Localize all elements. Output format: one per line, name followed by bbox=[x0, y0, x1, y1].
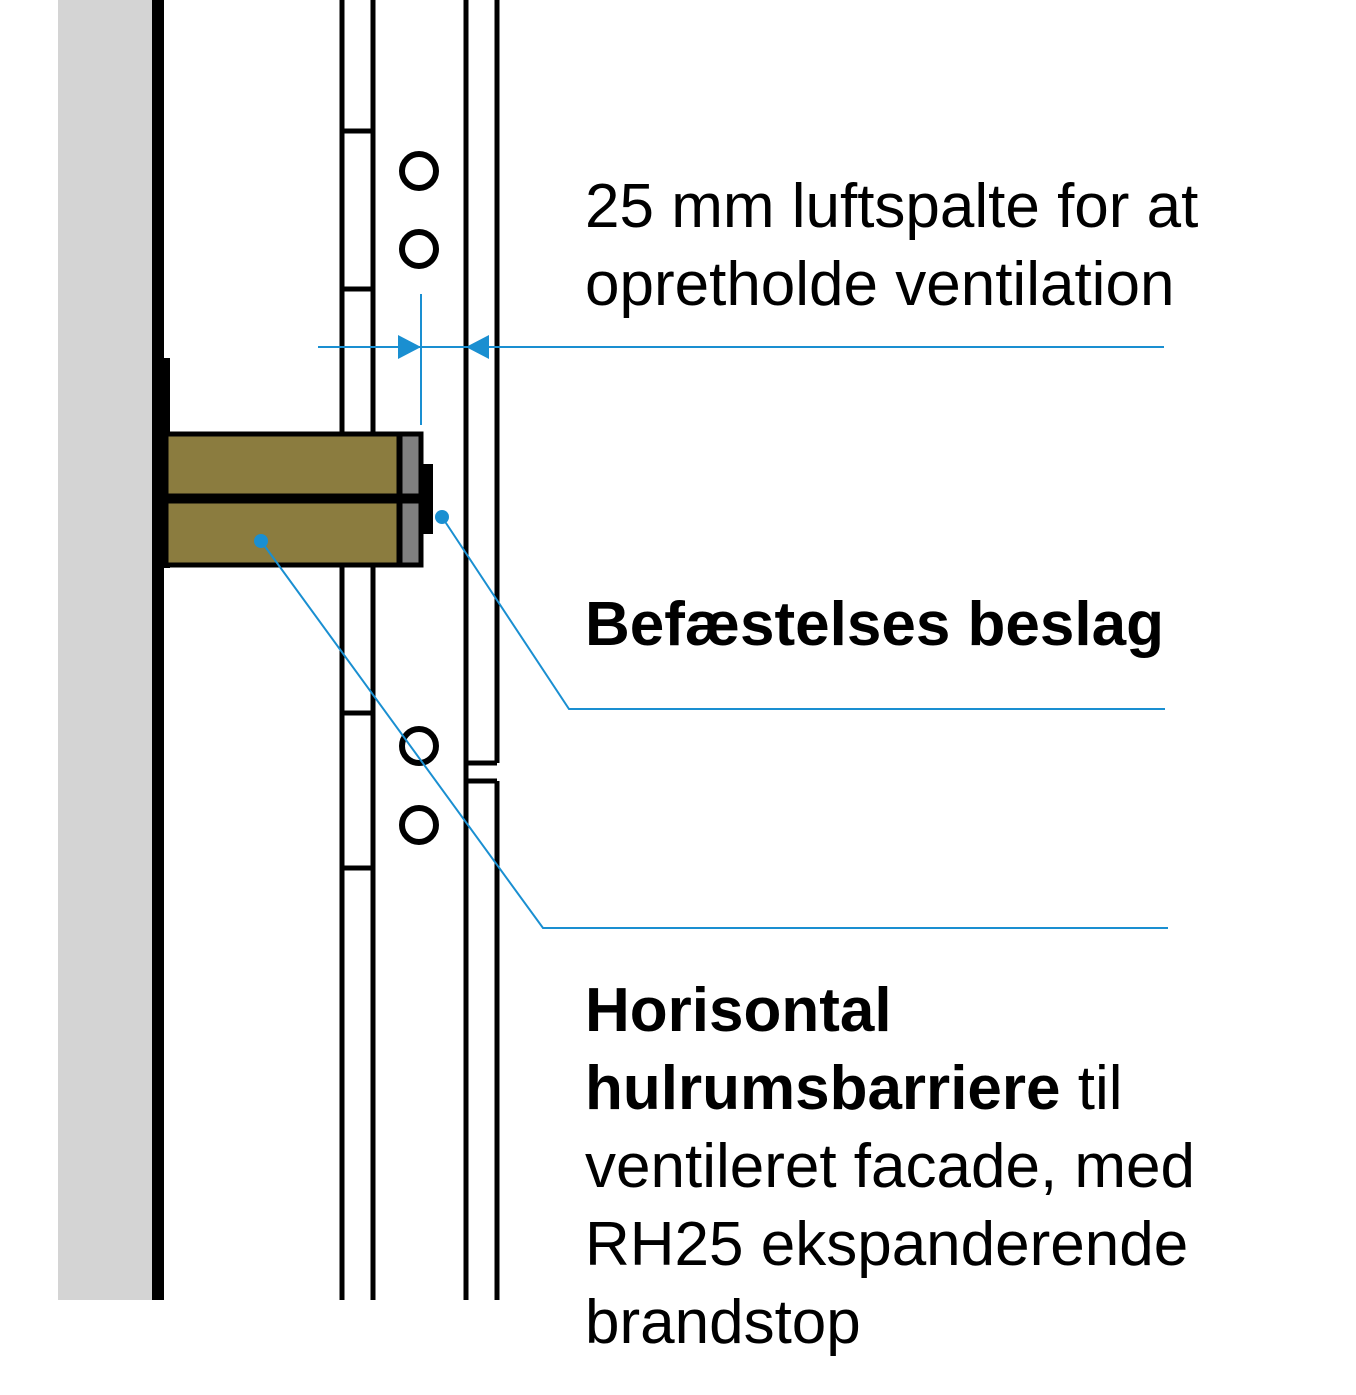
barrier-label-line-5: brandstop bbox=[585, 1288, 861, 1357]
horizontal-cavity-barrier bbox=[163, 431, 433, 568]
barrier-label: Horisontal hulrumsbarriere til ventilere… bbox=[585, 972, 1195, 1362]
fixing-holes bbox=[399, 151, 439, 845]
barrier-label-line-2-bold: hulrumsbarriere bbox=[585, 1054, 1061, 1123]
wall-face-line bbox=[152, 0, 164, 1300]
barrier-label-line-1: Horisontal bbox=[585, 976, 892, 1045]
barrier-label-line-4: RH25 ekspanderende bbox=[585, 1210, 1189, 1279]
barrier-label-line-3: ventileret facade, med bbox=[585, 1132, 1196, 1201]
barrier-lower-strip bbox=[163, 498, 402, 568]
air-gap-label-line-1: 25 mm luftspalte for at bbox=[585, 172, 1199, 241]
barrier-end-cap-lower bbox=[397, 498, 424, 568]
air-gap-dimension bbox=[318, 294, 1164, 425]
bracket-leader-dot bbox=[435, 510, 449, 524]
cladding-panel bbox=[463, 0, 500, 1300]
intumescent-strip bbox=[421, 464, 433, 534]
dimension-arrow-right bbox=[398, 335, 421, 359]
support-rail bbox=[339, 0, 376, 1300]
fixing-hole bbox=[399, 805, 439, 845]
bracket-leader bbox=[435, 510, 1165, 710]
fixing-hole bbox=[399, 151, 439, 191]
barrier-leader bbox=[254, 534, 1168, 929]
substrate-wall bbox=[58, 0, 154, 1300]
bracket-label: Befæstelses beslag bbox=[585, 586, 1164, 664]
fixing-hole bbox=[399, 229, 439, 269]
dimension-arrow-left bbox=[466, 335, 489, 359]
fixing-hole bbox=[399, 726, 439, 766]
barrier-label-line-2-rest: til bbox=[1060, 1054, 1123, 1123]
barrier-leader-dot bbox=[254, 534, 268, 548]
barrier-upper-strip bbox=[163, 431, 402, 499]
air-gap-label-line-2: opretholde ventilation bbox=[585, 250, 1175, 319]
barrier-label-line-2: hulrumsbarriere til bbox=[585, 1050, 1195, 1128]
air-gap-label: 25 mm luftspalte for at opretholde venti… bbox=[585, 168, 1198, 324]
bracket-label-text: Befæstelses beslag bbox=[585, 590, 1164, 659]
barrier-end-cap-upper bbox=[397, 431, 424, 499]
